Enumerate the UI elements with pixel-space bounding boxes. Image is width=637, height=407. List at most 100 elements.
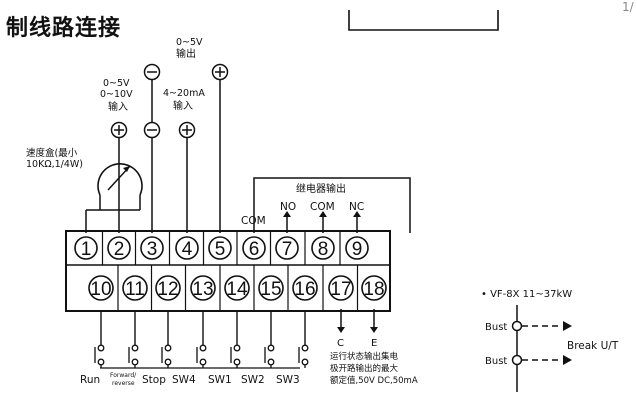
switch-6 — [264, 311, 275, 368]
plus-icon-5 — [211, 63, 229, 81]
bust-node-1 — [511, 320, 523, 332]
potentiometer-label-1: 速度盒(最小 — [26, 147, 78, 159]
terminal-13: 13 — [190, 275, 216, 301]
break-label: Break U/T — [567, 340, 619, 352]
top-row-dividers — [101, 231, 341, 265]
minus-icon-3b — [143, 121, 161, 139]
com-label: COM — [241, 215, 266, 227]
terminal-17: 17 — [328, 275, 354, 301]
voltage-input-label-3: 输入 — [108, 100, 128, 113]
relay-no-label: NO — [280, 201, 296, 213]
switch-3 — [161, 311, 172, 368]
switch-sw4-label: SW4 — [172, 374, 196, 386]
collector-e-label: E — [371, 338, 377, 349]
voltage-output-label-1: 0~5V — [176, 37, 203, 48]
terminal-label-15: 15 — [260, 279, 281, 300]
bust-arrow-1 — [563, 321, 572, 331]
bust-arrow-2 — [563, 355, 572, 365]
minus-icon-3a — [143, 63, 161, 81]
current-input-label-1: 4~20mA — [163, 88, 205, 99]
voltage-input-label-2: 0~10V — [100, 89, 133, 100]
switch-stop-label: Stop — [142, 374, 166, 386]
collector-note-3: 额定值,50V DC,50mA — [330, 375, 418, 386]
switch-wiring — [94, 311, 309, 368]
terminal-18: 18 — [361, 275, 387, 301]
switch-sw1-label: SW1 — [208, 374, 232, 386]
terminal-9: 9 — [345, 236, 369, 260]
terminal-8: 8 — [311, 236, 335, 260]
terminal-label-17: 17 — [330, 279, 351, 300]
switch-reverse-label: reverse — [112, 380, 135, 387]
bottom-terminals: 10 11 12 13 14 15 16 17 18 — [88, 275, 387, 301]
terminal-11: 11 — [122, 275, 148, 301]
terminal-label-5: 5 — [215, 239, 226, 260]
voltage-output-label-2: 输出 — [176, 47, 196, 60]
current-input-label-2: 输入 — [173, 99, 193, 112]
terminal-label-12: 12 — [157, 279, 178, 300]
collector-note-2: 极开路输出的最大 — [330, 363, 399, 374]
terminal-16: 16 — [292, 275, 318, 301]
top-terminals: 1 2 3 4 5 6 7 8 9 — [74, 236, 369, 260]
collector-c-label: C — [337, 338, 344, 349]
terminal-14: 14 — [224, 275, 250, 301]
terminal-5: 5 — [208, 236, 232, 260]
terminal-label-16: 16 — [294, 279, 315, 300]
bust-node-2 — [511, 354, 523, 366]
potentiometer-label-2: 10KΩ,1/4W) — [26, 159, 83, 170]
terminal-label-10: 10 — [90, 279, 111, 300]
terminal-6: 6 — [242, 236, 266, 260]
terminal-label-3: 3 — [147, 239, 158, 260]
bust-label-2: Bust — [485, 356, 507, 367]
switch-forward-label: Forward/ — [110, 372, 137, 379]
relay-nc-label: NC — [349, 201, 364, 213]
switch-sw3-label: SW3 — [276, 374, 300, 386]
corner-mark: 1/ — [622, 0, 634, 14]
collector-c-arrow — [337, 327, 345, 333]
page-title: 制线路连接 — [6, 16, 122, 41]
collector-note-1: 运行状态输出集电 — [330, 351, 399, 362]
relay-title: 继电器输出 — [296, 182, 346, 195]
relay-no-arrow — [283, 211, 291, 217]
terminal-label-1: 1 — [81, 239, 92, 260]
switch-2 — [128, 311, 139, 368]
terminal-4: 4 — [175, 236, 199, 260]
switch-1 — [94, 311, 105, 368]
terminal-7: 7 — [275, 236, 299, 260]
terminal-15: 15 — [258, 275, 284, 301]
switch-7 — [298, 311, 309, 368]
potentiometer-symbol — [97, 163, 143, 210]
terminal-2: 2 — [107, 236, 131, 260]
collector-e-arrow — [370, 327, 378, 333]
switch-5 — [230, 311, 241, 368]
switch-run-label: Run — [80, 374, 100, 386]
terminal-label-18: 18 — [363, 279, 384, 300]
terminal-label-14: 14 — [226, 279, 248, 300]
model-label: • VF-8X 11~37kW — [481, 289, 572, 300]
terminal-label-4: 4 — [182, 239, 193, 260]
terminal-label-13: 13 — [192, 279, 213, 300]
bottom-row-dividers — [117, 265, 359, 311]
top-bracket — [348, 10, 499, 31]
terminal-label-8: 8 — [318, 239, 329, 260]
terminal-1: 1 — [74, 236, 98, 260]
terminal-3: 3 — [140, 236, 164, 260]
com-wire — [253, 177, 411, 233]
voltage-input-label-1: 0~5V — [103, 78, 130, 89]
switch-sw2-label: SW2 — [241, 374, 265, 386]
plus-icon-2 — [110, 121, 128, 139]
terminal-10: 10 — [88, 275, 114, 301]
terminal-12: 12 — [155, 275, 181, 301]
relay-com-arrow — [319, 211, 327, 217]
plus-icon-4 — [178, 121, 196, 139]
switch-4 — [196, 311, 207, 368]
terminal-label-6: 6 — [249, 239, 260, 260]
relay-com-label: COM — [310, 201, 335, 213]
bust-label-1: Bust — [485, 322, 507, 333]
terminal-label-7: 7 — [282, 239, 293, 260]
terminal-label-9: 9 — [352, 239, 363, 260]
terminal-label-2: 2 — [114, 239, 125, 260]
relay-nc-arrow — [353, 211, 361, 217]
terminal-label-11: 11 — [125, 279, 145, 300]
terminal-block — [65, 230, 391, 312]
